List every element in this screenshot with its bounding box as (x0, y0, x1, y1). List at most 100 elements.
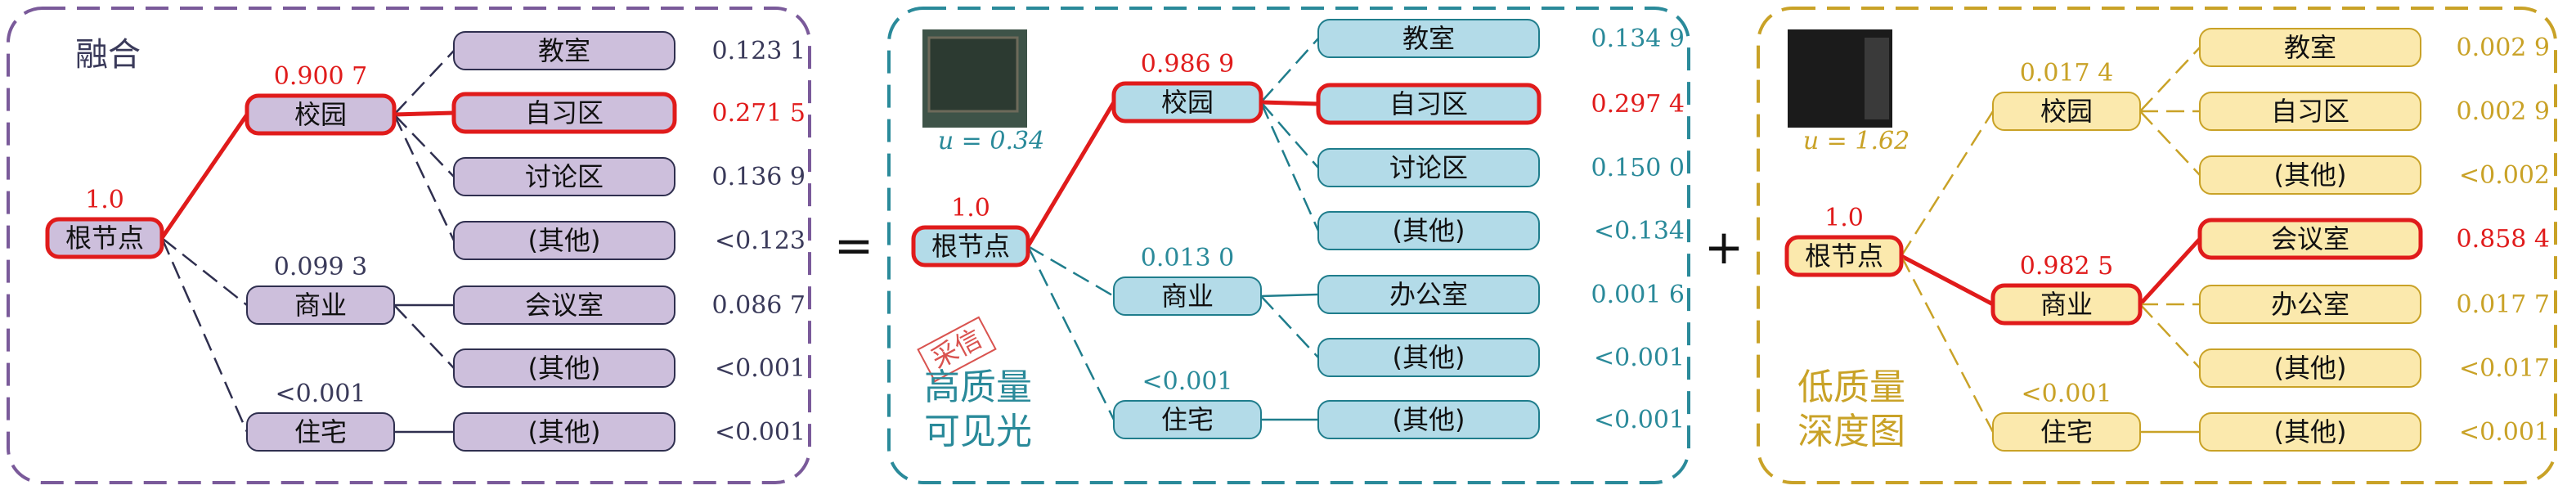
edge-root-0 (1900, 110, 1995, 257)
mid-node (1113, 276, 1262, 316)
leaf-prob: 0.297 4 (1591, 90, 1685, 119)
panel-title: 融合 (75, 36, 141, 74)
panel-title: 低质量深度图 (1797, 366, 1905, 452)
leaf-node (2199, 348, 2421, 388)
root-label: 根节点 (65, 223, 144, 254)
leaf-prob: <0.001 (715, 418, 806, 447)
leaf-node (453, 221, 675, 260)
edge-root-2 (1026, 245, 1115, 420)
leaf-label: (其他) (1393, 404, 1465, 435)
leaf-node (453, 157, 675, 196)
leaf-prob: 0.017 7 (2456, 290, 2550, 319)
mid-node (246, 285, 395, 325)
leaf-node (2199, 28, 2421, 67)
panel-border (7, 7, 811, 484)
edge-mid-0-3 (1259, 101, 1320, 232)
leaf-label: 自习区 (2271, 96, 2349, 127)
leaf-prob: <0.017 (2459, 354, 2550, 383)
leaf-prob: <0.001 (2459, 418, 2550, 447)
mid-prob: 0.017 4 (2020, 59, 2114, 88)
leaf-prob: 0.858 4 (2456, 225, 2550, 254)
panel-border (887, 7, 1690, 484)
leaf-label: (其他) (1393, 215, 1465, 246)
root-node (45, 217, 164, 259)
edge-mid-0-0 (393, 50, 455, 115)
leaf-prob: 0.001 6 (1591, 281, 1685, 309)
leaf-node (451, 92, 677, 134)
edge-root-1 (161, 237, 248, 306)
leaf-node (453, 348, 675, 388)
leaf-label: 自习区 (525, 97, 604, 128)
leaf-node (1317, 275, 1540, 314)
leaf-label: 讨论区 (1389, 152, 1468, 183)
leaf-label: (其他) (1393, 342, 1465, 373)
leaf-label: 教室 (1402, 23, 1455, 54)
leaf-node (1317, 148, 1540, 187)
edge-mid-0-2 (2139, 110, 2201, 176)
leaf-label: (其他) (528, 225, 601, 256)
leaf-label: 办公室 (1389, 279, 1468, 310)
root-label: 根节点 (931, 231, 1010, 262)
root-node (911, 225, 1030, 267)
mid-node (1113, 400, 1262, 439)
leaf-prob: <0.123 (715, 227, 806, 255)
edge-mid-1-1 (1260, 295, 1319, 358)
leaf-label: 讨论区 (525, 161, 604, 192)
edge-mid-0-0 (2139, 47, 2201, 112)
mid-node (1992, 92, 2141, 131)
equals-operator: = (834, 218, 874, 273)
edge-mid-1-1 (393, 304, 455, 369)
mid-label: 住宅 (1161, 404, 1214, 435)
leaf-label: (其他) (2274, 416, 2347, 447)
mid-label: 商业 (1161, 281, 1214, 312)
edge-mid-1-0 (1260, 293, 1319, 298)
leaf-node (453, 31, 675, 70)
mid-label: 住宅 (294, 416, 347, 447)
leaf-prob: 0.123 1 (711, 37, 806, 65)
mid-prob: 0.982 5 (2020, 252, 2114, 281)
root-prob: 1.0 (85, 186, 124, 214)
mid-label: 校园 (294, 99, 347, 130)
leaf-prob: <0.001 (1594, 406, 1685, 434)
leaf-prob: 0.271 5 (711, 99, 806, 128)
edge-root-2 (160, 237, 249, 433)
leaf-node (1317, 211, 1540, 250)
leaf-node (453, 285, 675, 325)
leaf-label: 办公室 (2271, 289, 2349, 320)
root-prob: 1.0 (1824, 204, 1864, 232)
mid-prob: <0.001 (2021, 380, 2112, 408)
leaf-prob: <0.134 (1594, 217, 1685, 245)
blackboard-icon (927, 36, 1019, 113)
leaf-label: 会议室 (525, 290, 604, 321)
mid-label: 商业 (294, 290, 347, 321)
edge-root-2 (1900, 255, 1995, 433)
edge-root-1 (1027, 245, 1115, 298)
leaf-node (1317, 400, 1540, 439)
mid-prob: 0.900 7 (274, 62, 368, 91)
edge-mid-0-1 (1260, 100, 1319, 106)
mid-node (245, 93, 397, 136)
leaf-node (2199, 92, 2421, 131)
leaf-prob: <0.001 (715, 354, 806, 383)
leaf-prob: <0.001 (1594, 344, 1685, 372)
leaf-label: (其他) (528, 353, 601, 384)
root-node (1784, 235, 1904, 277)
leaf-node (2199, 412, 2421, 452)
edge-root-1 (1900, 254, 1995, 307)
mid-node (246, 412, 395, 452)
edge-mid-1-2 (2139, 303, 2201, 369)
edge-mid-0-0 (1260, 38, 1319, 103)
mid-node (1111, 81, 1263, 124)
leaf-prob: 0.086 7 (711, 291, 806, 320)
leaf-prob: 0.136 9 (711, 163, 806, 191)
root-label: 根节点 (1805, 241, 1883, 272)
leaf-prob: 0.002 9 (2456, 34, 2550, 62)
leaf-node (453, 412, 675, 452)
leaf-label: (其他) (2274, 160, 2347, 191)
mid-label: 校园 (2040, 96, 2093, 127)
mid-node (1990, 283, 2143, 326)
edge-mid-0-1 (393, 110, 455, 117)
